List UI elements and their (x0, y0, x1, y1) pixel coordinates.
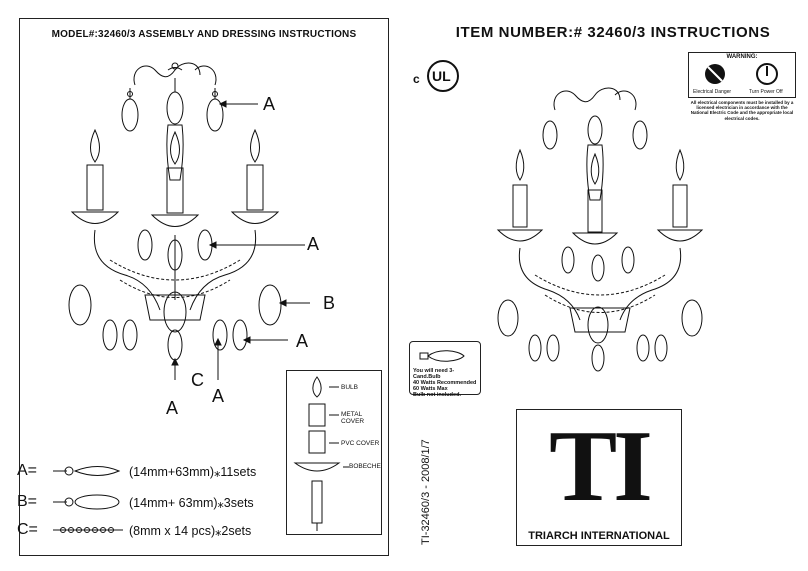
warning-right-label: Turn Power Off (749, 89, 783, 95)
assembly-instructions-panel: MODEL#:32460/3 ASSEMBLY AND DRESSING INS… (19, 18, 389, 556)
legend-desc-a: (14mm+63mm)⁎11sets (129, 464, 257, 479)
bulb-note-text: You will need 3-Cand.Bulb 40 Watts Recom… (413, 368, 477, 398)
callout-a-middle: A (307, 234, 320, 254)
logo-letters: TI (549, 410, 653, 523)
chandelier-illustration (496, 87, 704, 372)
callout-a-right: A (296, 331, 309, 351)
legend-letter-a: A= (17, 462, 38, 479)
legend-letter-b: B= (17, 493, 38, 510)
warning-left-label: Electrical Danger (693, 89, 732, 95)
power-off-icon (756, 63, 778, 85)
label-bulb: BULB (341, 384, 358, 391)
callout-b: B (323, 293, 336, 313)
socket-assembly-diagram (293, 376, 349, 531)
callout-a-bottom-left: A (166, 398, 179, 418)
legend-row-b: B= (14mm+ 63mm)⁎3sets (17, 493, 254, 511)
legend-desc-c: (8mm x 14 pcs)⁎2sets (129, 523, 252, 538)
crystal-drop-b-icon (53, 494, 120, 510)
label-bobeche: BOBECHE (349, 463, 381, 470)
warning-title: WARNING: (726, 54, 758, 60)
document-code-vertical: TI-32460/3 - 2008/1/7 (420, 439, 432, 545)
warning-box: WARNING: Electrical Danger Turn Power Of… (688, 52, 796, 98)
bulb-requirement-note: You will need 3-Cand.Bulb 40 Watts Recom… (409, 341, 481, 398)
bead-chain-icon (53, 527, 123, 533)
legend-row-a: A= (14mm+63mm)⁎11sets (17, 462, 256, 480)
logo-company-name: TRIARCH INTERNATIONAL (528, 530, 670, 542)
callout-c: C (191, 370, 204, 390)
callout-a-bottom-right: A (212, 386, 225, 406)
legend-desc-b: (14mm+ 63mm)⁎3sets (129, 495, 254, 510)
candelabra-bulb-icon (419, 350, 465, 362)
item-title: ITEM NUMBER:# 32460/3 INSTRUCTIONS (455, 24, 771, 41)
legend-letter-c: C= (17, 521, 38, 538)
chandelier-assembly-diagram (68, 62, 310, 380)
ul-listed-mark: c UL (413, 58, 463, 99)
label-metal-cover: METAL COVER (341, 411, 365, 425)
label-pvc-cover: PVC COVER (341, 440, 380, 447)
ul-text: UL (432, 68, 451, 84)
triarch-logo: TI TRIARCH INTERNATIONAL (516, 409, 682, 546)
crystal-drop-a-icon (53, 466, 121, 476)
socket-assembly-box: BULB METAL COVER PVC COVER BOBECHE (286, 370, 382, 535)
legend-row-c: C= (8mm x 14 pcs)⁎2sets (17, 521, 251, 539)
callout-a-top: A (263, 94, 276, 114)
ul-c-text: c (413, 72, 420, 86)
electrical-danger-icon (705, 64, 725, 84)
warning-note: All electrical components must be instal… (690, 100, 794, 121)
ul-mark-icon (427, 60, 459, 92)
model-title: MODEL#:32460/3 ASSEMBLY AND DRESSING INS… (51, 29, 357, 40)
